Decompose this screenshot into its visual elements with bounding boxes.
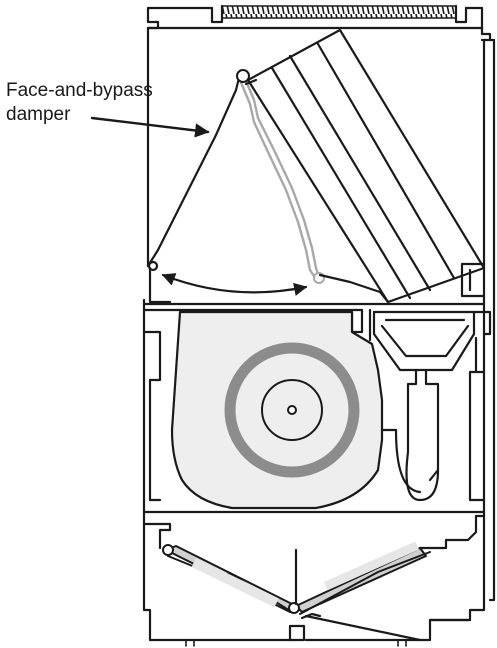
left-bracket-fan [142, 330, 162, 502]
filter-pivot-center [288, 602, 300, 614]
top-grille [210, 4, 468, 24]
divider-plate [142, 302, 486, 342]
callout-pointer [90, 116, 210, 138]
damper-pivot-top [236, 69, 250, 83]
fan-outer-ring [224, 342, 360, 478]
fan-inner-circle [261, 379, 323, 441]
filter-pivot-left [162, 544, 174, 556]
lower-right-frame [304, 614, 472, 642]
damper-callout-label: Face-and-bypass damper [6, 79, 206, 127]
filter-right [295, 547, 431, 615]
filter-left-light [191, 558, 279, 608]
damper-wall [146, 72, 242, 304]
damper-linkage [238, 74, 322, 284]
cooling-coil [244, 28, 486, 304]
drain-pan [372, 310, 476, 372]
callout-line-2: damper [6, 104, 71, 125]
cabinet-feet [185, 639, 407, 647]
right-bracket-mid [468, 310, 492, 502]
callout-line-1: Face-and-bypass [6, 80, 153, 101]
filter-right-light [324, 541, 420, 591]
drain-trap [380, 368, 440, 502]
damper-swing-arrow [161, 273, 308, 296]
filter-center-post [288, 548, 322, 642]
lower-brackets [142, 514, 486, 550]
right-bracket-upper [460, 262, 486, 298]
fan-hub [287, 405, 297, 415]
